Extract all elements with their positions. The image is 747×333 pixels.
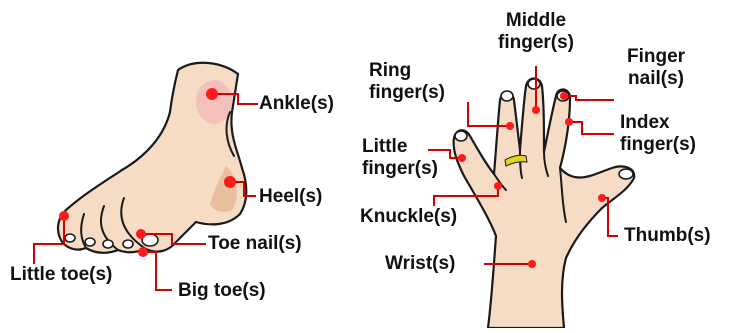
dot-little-toe bbox=[59, 211, 69, 221]
dot-heel bbox=[224, 176, 236, 188]
toenail-little bbox=[65, 234, 75, 242]
ankle-blush bbox=[196, 80, 232, 124]
foot-illustration bbox=[58, 63, 246, 253]
label-finger-nail: Finger nail(s) bbox=[614, 46, 698, 90]
dot-index-finger bbox=[565, 118, 573, 126]
fingernail-little bbox=[455, 131, 467, 141]
dot-ankle bbox=[206, 88, 218, 100]
label-toe-nail: Toe nail(s) bbox=[208, 233, 302, 255]
label-ankle: Ankle(s) bbox=[259, 93, 334, 115]
dot-knuckle bbox=[494, 182, 502, 190]
leader-big-toe bbox=[144, 252, 172, 290]
leader-index-finger bbox=[569, 122, 614, 134]
dot-little-finger bbox=[458, 154, 466, 162]
dot-finger-nail bbox=[560, 92, 568, 100]
dot-big-toe bbox=[138, 247, 148, 257]
toenail-2 bbox=[123, 240, 133, 248]
label-ring-finger: Ring finger(s) bbox=[369, 60, 445, 104]
fingernail-thumb bbox=[619, 169, 633, 179]
dot-ring-finger bbox=[506, 122, 514, 130]
label-big-toe: Big toe(s) bbox=[178, 280, 266, 302]
label-knuckle: Knuckle(s) bbox=[360, 206, 457, 228]
fingernail-middle bbox=[528, 79, 540, 89]
label-heel: Heel(s) bbox=[259, 186, 322, 208]
label-index-finger: Index finger(s) bbox=[620, 112, 696, 156]
dot-thumb bbox=[598, 194, 606, 202]
toenail-3 bbox=[103, 240, 113, 248]
label-little-toe: Little toe(s) bbox=[10, 264, 112, 286]
label-little-finger: Little finger(s) bbox=[362, 136, 438, 180]
label-thumb: Thumb(s) bbox=[624, 225, 711, 247]
leader-finger-nail bbox=[564, 96, 614, 100]
label-middle-finger: Middle finger(s) bbox=[485, 10, 587, 54]
dot-middle-finger bbox=[532, 106, 540, 114]
fingernail-ring bbox=[501, 91, 513, 101]
dot-toe-nail bbox=[136, 229, 146, 239]
toenail-4 bbox=[85, 238, 95, 246]
label-wrist: Wrist(s) bbox=[385, 253, 455, 275]
dot-wrist bbox=[528, 260, 536, 268]
